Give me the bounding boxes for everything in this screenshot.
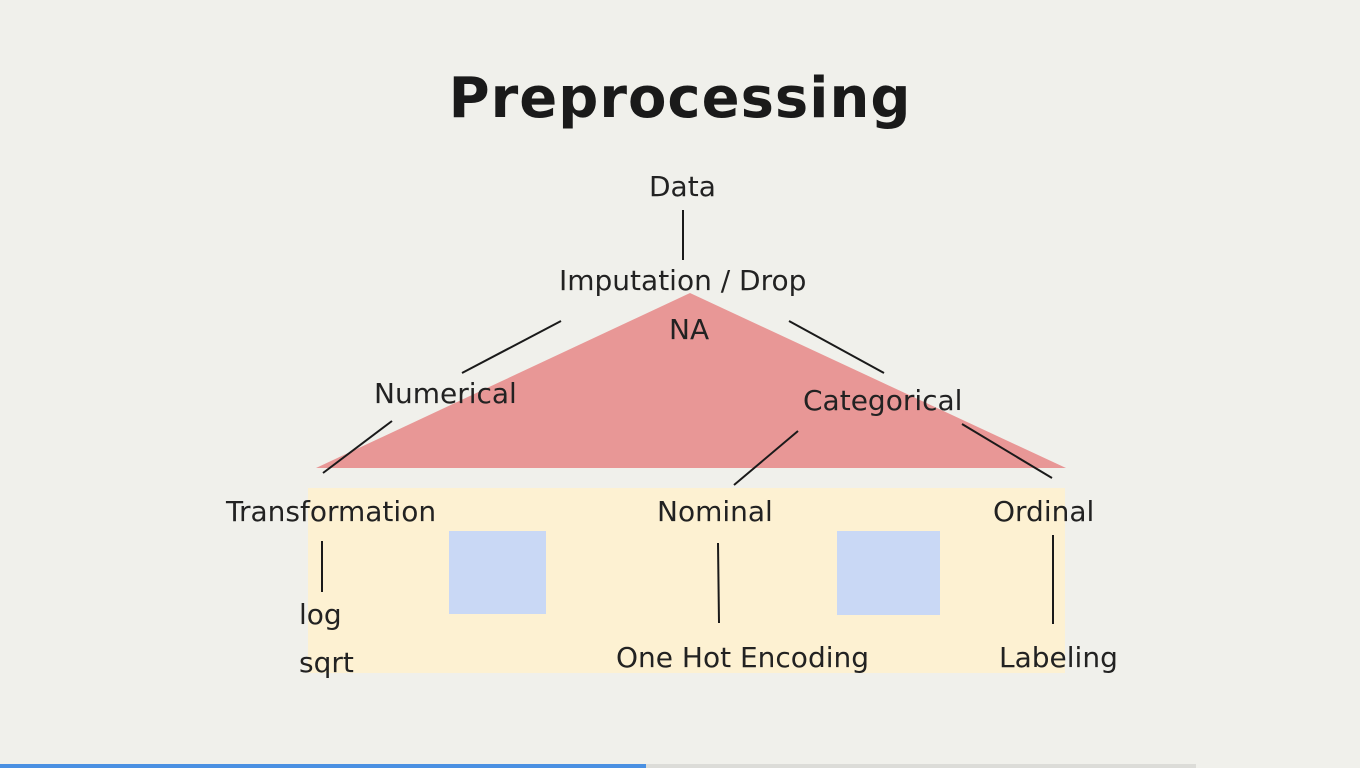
edge-nominal-onehot [717,542,720,624]
house-window-right [837,531,940,615]
node-transformation: Transformation [226,495,437,528]
node-numerical: Numerical [374,377,517,410]
node-data: Data [649,170,716,203]
edge-categorical-nominal [733,430,799,486]
node-sqrt: sqrt [299,646,354,679]
edge-imputation-numerical [461,320,562,374]
edge-categorical-ordinal [961,423,1053,479]
house-roof [316,293,1066,468]
slide-progress-fill [0,764,646,768]
node-na: NA [669,313,710,346]
node-imputation-drop: Imputation / Drop [559,264,807,297]
edge-imputation-categorical [788,320,885,374]
edge-numerical-transformation [322,420,393,474]
node-one-hot-encoding: One Hot Encoding [616,641,870,674]
node-categorical: Categorical [803,384,963,417]
node-nominal: Nominal [657,495,773,528]
node-log: log [299,598,342,631]
slide-title: Preprocessing [448,66,912,131]
node-ordinal: Ordinal [993,495,1095,528]
slide-progress-bar [0,764,1196,768]
node-labeling: Labeling [999,641,1118,674]
house-window-left [449,531,546,614]
